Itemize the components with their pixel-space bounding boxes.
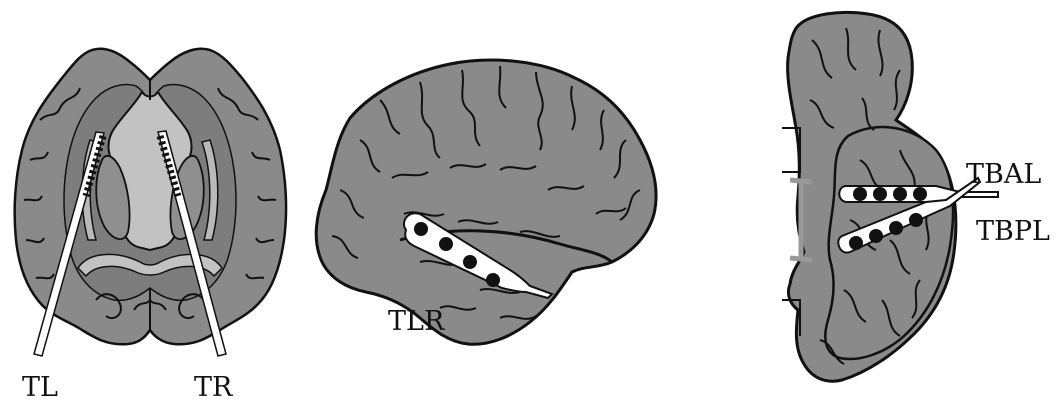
label-tr: TR bbox=[194, 372, 233, 403]
label-tbpl: TBPL bbox=[976, 216, 1050, 247]
label-tl: TL bbox=[22, 372, 58, 403]
label-tbal: TBAL bbox=[966, 159, 1041, 190]
lateral-brain-outline bbox=[316, 60, 656, 344]
lateral-brain-panel: TLR bbox=[316, 60, 656, 344]
label-tlr: TLR bbox=[388, 306, 445, 337]
ventral-brain-panel: TBAL TBPL bbox=[782, 12, 1050, 381]
axial-brain-panel: TL TR bbox=[15, 49, 286, 403]
